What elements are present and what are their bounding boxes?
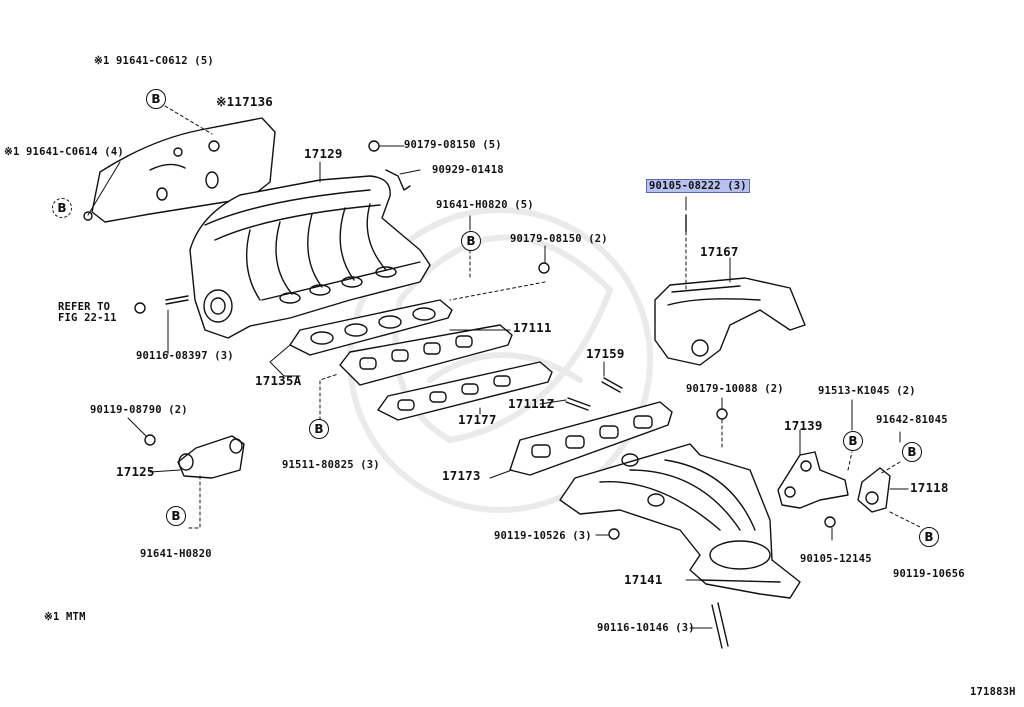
footnote: ※1 MTM [44,611,86,623]
stud-17159 [601,377,623,393]
part-label[interactable]: 17173 [442,468,481,483]
callout-b-marker: B [52,198,72,218]
part-label[interactable]: 17139 [784,418,823,433]
part-label[interactable]: 90116-10146 (3) [597,622,695,634]
insulator-hole [173,147,183,157]
part-label[interactable]: 17111Z [508,396,555,411]
callout-b-marker: B [461,231,481,251]
part-label[interactable]: 90105-12145 [800,553,872,565]
part-label[interactable]: 91642-81045 [876,414,948,426]
part-label[interactable]: ※1 91641-C0612 (5) [94,55,214,67]
bracket-17139 [777,451,849,509]
callout-b-marker: B [146,89,166,109]
manifold-gasket-17111 [339,324,513,386]
bracket-17125 [177,435,245,479]
callout-b-marker: B [843,431,863,451]
insulator-hole [156,187,168,201]
nut-refer [134,302,146,314]
part-label[interactable]: 90119-10656 [893,568,965,580]
part-label[interactable]: 17118 [910,480,949,495]
exhaust-manifold [559,443,801,599]
callout-b-marker: B [166,506,186,526]
refer-note[interactable]: FIG 22-11 [58,312,117,324]
part-label[interactable]: 90179-08150 (5) [404,139,502,151]
stud-90116-08397 [165,295,189,305]
part-label[interactable]: 17125 [116,464,155,479]
nut-90179-08150-2 [538,262,550,274]
part-label[interactable]: 17167 [700,244,739,259]
callout-b-marker: B [919,527,939,547]
part-label[interactable]: 17111 [513,320,552,335]
part-label[interactable]: 17129 [304,146,343,161]
insulator-hole [83,211,93,221]
callout-b-marker: B [309,419,329,439]
part-label[interactable]: 90929-01418 [432,164,504,176]
callout-b-marker: B [902,442,922,462]
stud-17111z [565,397,591,411]
highlighted-part-label[interactable]: 90105-08222 (3) [646,179,750,193]
stay-17118 [857,467,891,513]
part-label[interactable]: 90119-10526 (3) [494,530,592,542]
refer-note[interactable]: REFER TO [58,301,111,313]
part-label[interactable]: 17177 [458,412,497,427]
part-label[interactable]: 90116-08397 (3) [136,350,234,362]
part-label[interactable]: 91641-H0820 (5) [436,199,534,211]
part-label[interactable]: ※1 91641-C0614 (4) [4,146,124,158]
part-label[interactable]: 17159 [586,346,625,361]
part-label[interactable]: 90179-08150 (2) [510,233,608,245]
intake-manifold [189,175,431,339]
part-label[interactable]: ※117136 [216,94,274,109]
part-label[interactable]: 17141 [624,572,663,587]
nut-90179-08150 [368,140,380,152]
stud-90116-10146 [711,602,729,649]
insulator-hole [208,140,220,152]
dashed-guides [164,105,923,529]
diagram-id: 171883H [970,686,1016,698]
part-label[interactable]: 90119-08790 (2) [90,404,188,416]
part-label[interactable]: 17135A [255,373,302,388]
part-label[interactable]: 91511-80825 (3) [282,459,380,471]
exhaust-gasket-17173 [509,401,673,476]
nut-90179-10088 [716,408,728,420]
bolt-90105-12145 [824,516,836,528]
insulator-hole [205,171,219,189]
part-label[interactable]: 91513-K1045 (2) [818,385,916,397]
part-label[interactable]: 90179-10088 (2) [686,383,784,395]
part-label[interactable]: 91641-H0820 [140,548,212,560]
bolt-90119-08790 [144,434,156,446]
leader-lines [87,145,909,629]
bolt-90119-10526 [608,528,620,540]
clip-90929-01418 [385,169,411,191]
